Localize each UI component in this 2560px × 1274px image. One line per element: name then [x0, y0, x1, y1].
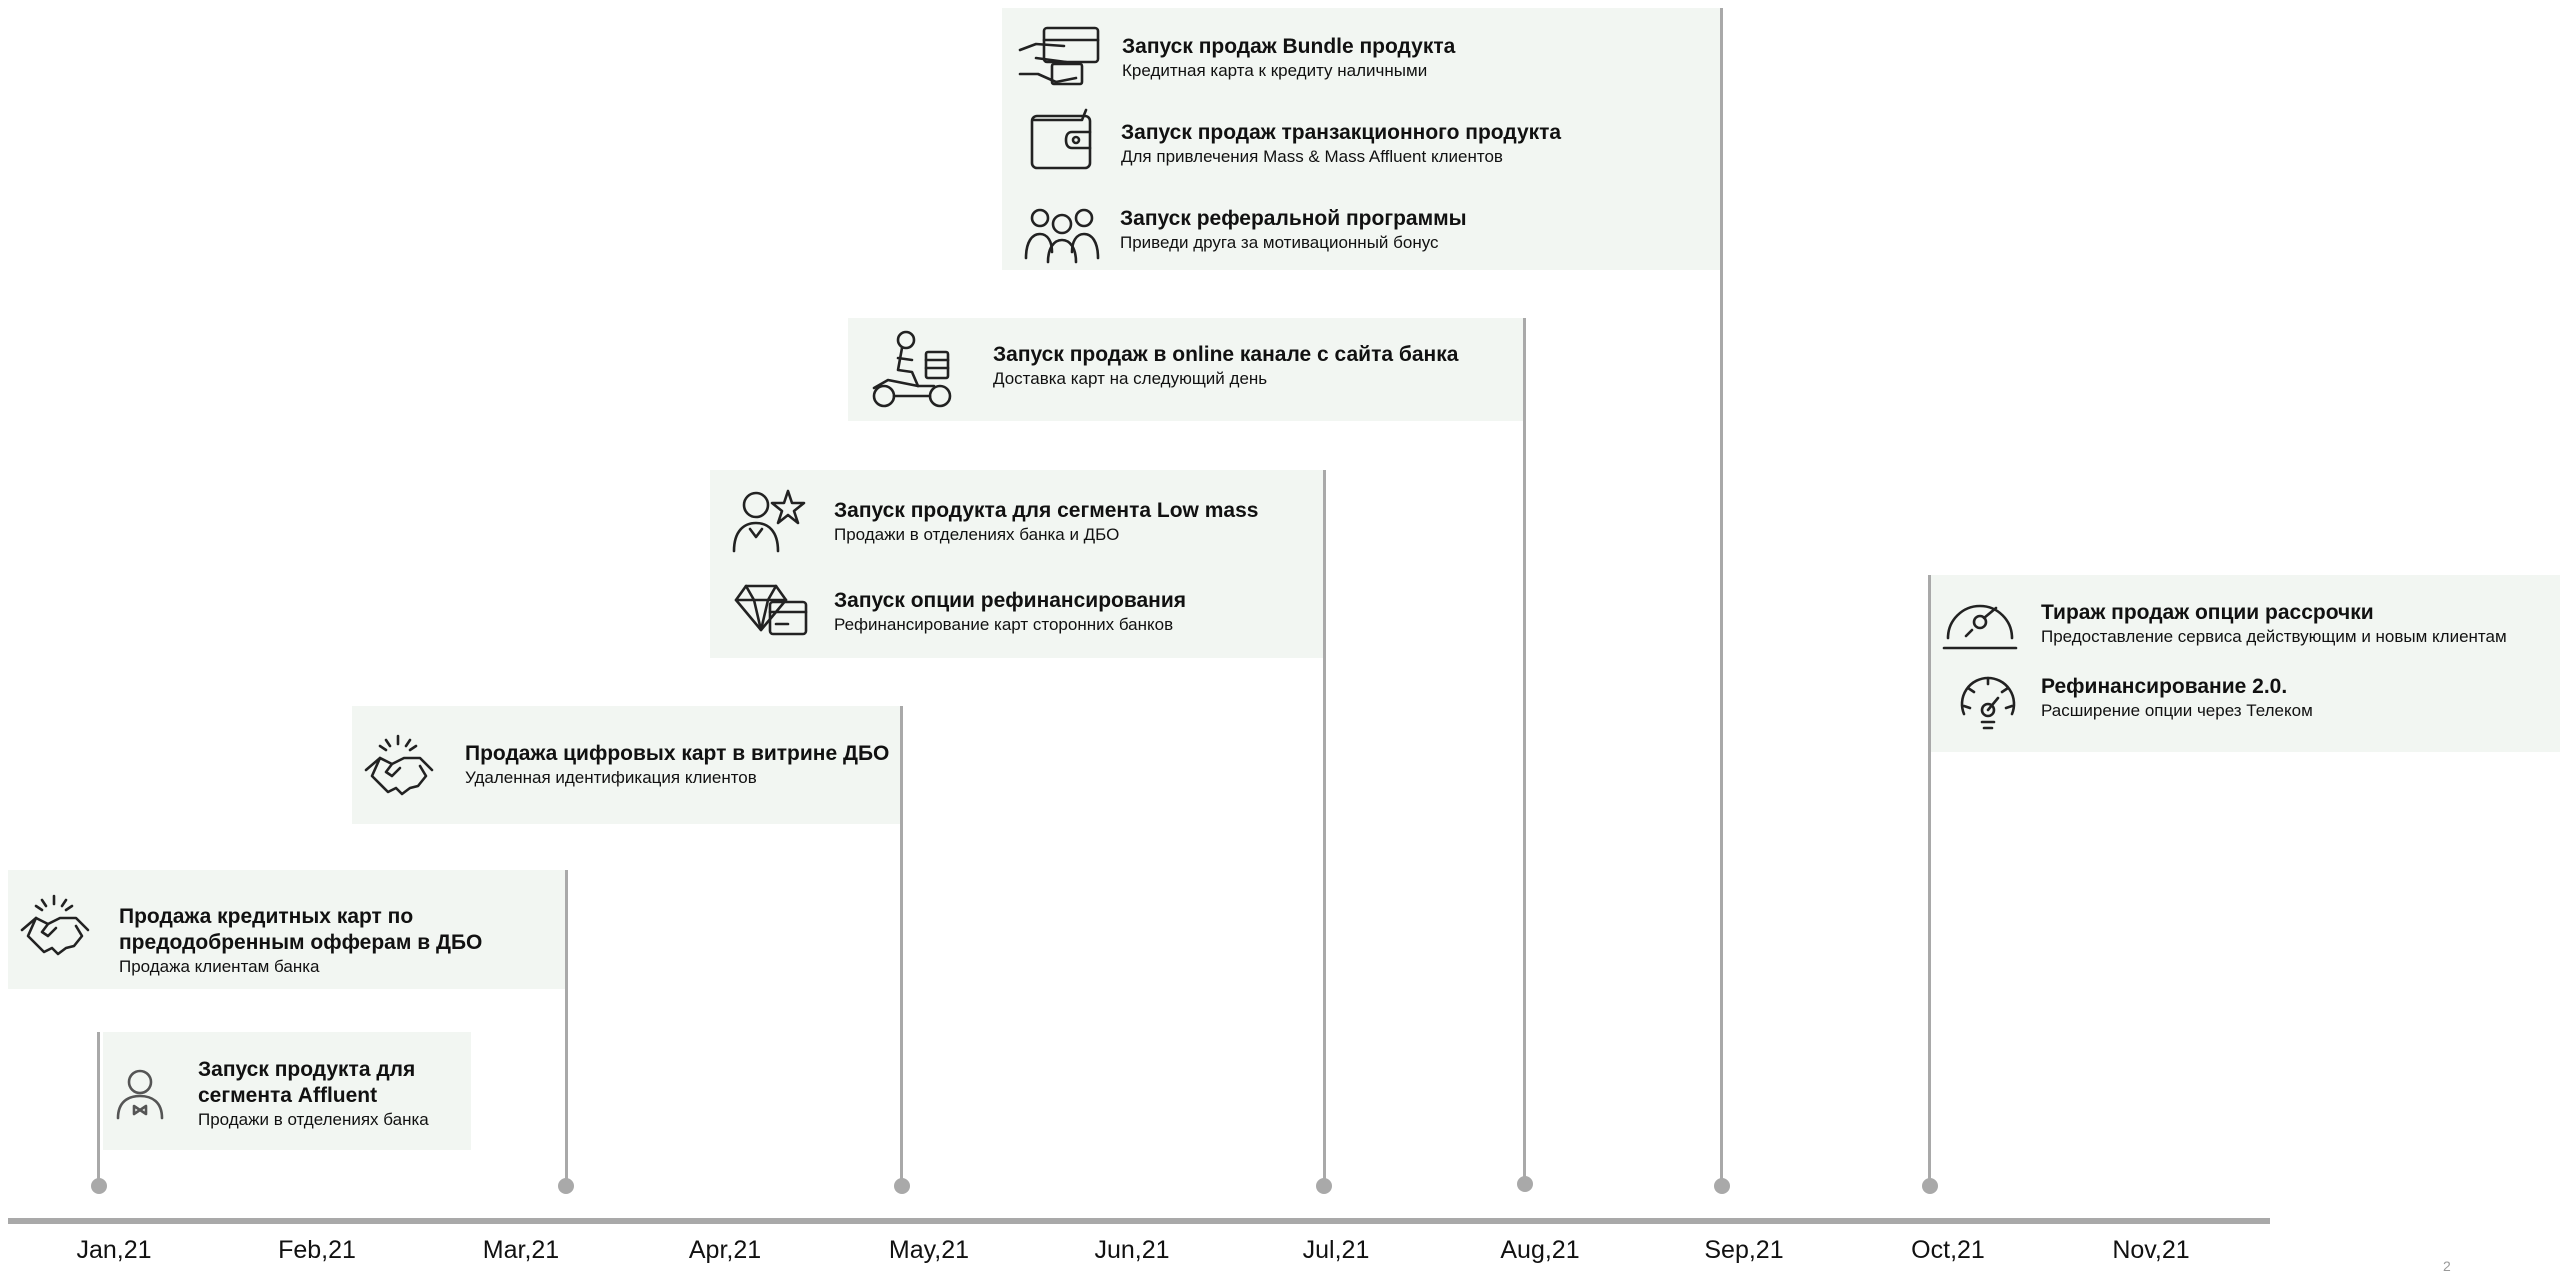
milestone-dot-oct [1922, 1178, 1938, 1194]
milestone-box-digital-cards [352, 706, 900, 824]
milestone-subtitle: Рефинансирование карт сторонних банков [834, 615, 1174, 634]
month-label: Mar,21 [482, 1236, 560, 1264]
milestone-refinancing-2: Рефинансирование 2.0. Расширение опции ч… [2041, 674, 2313, 722]
month-label: Jul,21 [1302, 1236, 1370, 1264]
milestone-preapproved: Продажа кредитных карт по предодобренным… [119, 904, 482, 978]
month-label: Apr,21 [688, 1236, 762, 1264]
milestone-referral: Запуск реферальной программы Приведи дру… [1120, 206, 1467, 254]
milestone-subtitle: Для привлечения Mass & Mass Affluent кли… [1121, 147, 1503, 166]
milestone-title: предодобренным офферам в ДБО [119, 931, 483, 954]
milestone-dot-may [894, 1178, 910, 1194]
milestone-box-preapproved [8, 870, 566, 989]
speedometer-icon [1942, 588, 2018, 652]
milestone-title: Запуск реферальной программы [1120, 207, 1467, 230]
month-label: Jun,21 [1094, 1236, 1170, 1264]
milestone-digital-cards: Продажа цифровых карт в витрине ДБО Удал… [465, 741, 889, 789]
milestone-subtitle: Кредитная карта к кредиту наличными [1122, 61, 1428, 80]
person-bowtie-icon [108, 1060, 172, 1124]
milestone-box-online [848, 318, 1524, 421]
milestone-subtitle: Продажа клиентам банка [119, 957, 320, 976]
milestone-subtitle: Приведи друга за мотивационный бонус [1120, 233, 1439, 252]
person-star-icon [730, 485, 808, 553]
milestone-refinancing: Запуск опции рефинансирования Рефинансир… [834, 588, 1186, 636]
milestone-dot-mar [558, 1178, 574, 1194]
milestone-line-mar [565, 870, 568, 1186]
people-group-icon [1022, 202, 1102, 264]
month-label: Jan,21 [76, 1236, 152, 1264]
milestone-line-may [900, 706, 903, 1186]
milestone-title: Запуск продаж Bundle продукта [1122, 35, 1456, 58]
diamond-card-icon [730, 580, 810, 640]
gauge-bulb-icon [1956, 670, 2020, 734]
milestone-title: Рефинансирование 2.0. [2041, 675, 2288, 698]
milestone-dot-sep [1714, 1178, 1730, 1194]
milestone-box-low-mass [710, 470, 1324, 658]
milestone-box-installments [1930, 575, 2560, 752]
milestone-line-jan [97, 1032, 100, 1186]
milestone-title: Запуск продаж в online канале с сайта ба… [993, 343, 1459, 366]
milestone-transactional: Запуск продаж транзакционного продукта Д… [1121, 120, 1561, 168]
milestone-title: Продажа кредитных карт по [119, 905, 414, 928]
milestone-title: Тираж продаж опции рассрочки [2041, 601, 2374, 624]
milestone-title: Запуск опции рефинансирования [834, 589, 1187, 612]
month-label: Sep,21 [1704, 1236, 1784, 1264]
wallet-icon [1026, 106, 1098, 172]
milestone-title: Запуск продукта для сегмента Low mass [834, 499, 1259, 522]
milestone-dot-jul [1316, 1178, 1332, 1194]
handshake-icon [358, 730, 438, 810]
month-label: May,21 [888, 1236, 970, 1264]
milestone-subtitle: Продажи в отделениях банка [198, 1110, 429, 1129]
milestone-bundle: Запуск продаж Bundle продукта Кредитная … [1122, 34, 1455, 82]
milestone-installments: Тираж продаж опции рассрочки Предоставле… [2041, 600, 2507, 648]
milestone-title: Запуск продукта для [198, 1058, 416, 1081]
milestone-title: Продажа цифровых карт в витрине ДБО [465, 742, 890, 765]
milestone-low-mass: Запуск продукта для сегмента Low mass Пр… [834, 498, 1258, 546]
milestone-line-jul [1323, 470, 1326, 1186]
milestone-subtitle: Продажи в отделениях банка и ДБО [834, 525, 1120, 544]
month-label: Feb,21 [278, 1236, 356, 1264]
month-label: Nov,21 [2112, 1236, 2190, 1264]
milestone-title: сегмента Affluent [198, 1084, 378, 1107]
milestone-online: Запуск продаж в online канале с сайта ба… [993, 342, 1458, 390]
milestone-subtitle: Удаленная идентификация клиентов [465, 768, 757, 787]
handshake-icon [14, 890, 94, 970]
milestone-line-oct [1928, 575, 1931, 1186]
page-number: 2 [2443, 1258, 2451, 1274]
timeline-axis [8, 1218, 2270, 1224]
milestone-subtitle: Доставка карт на следующий день [993, 369, 1268, 388]
milestone-dot-aug [1517, 1176, 1533, 1192]
milestone-box-bundle [1002, 8, 1720, 270]
milestone-dot-jan [91, 1178, 107, 1194]
milestone-line-aug [1523, 318, 1526, 1184]
hand-card-icon [1016, 22, 1104, 92]
month-label: Aug,21 [1500, 1236, 1580, 1264]
milestone-subtitle: Расширение опции через Телеком [2041, 701, 2313, 720]
delivery-scooter-icon [868, 328, 958, 410]
milestone-title: Запуск продаж транзакционного продукта [1121, 121, 1562, 144]
month-label: Oct,21 [1911, 1236, 1985, 1264]
milestone-subtitle: Предоставление сервиса действующим и нов… [2041, 627, 2507, 646]
milestone-affluent: Запуск продукта для сегмента Affluent Пр… [198, 1057, 429, 1131]
milestone-box-affluent [103, 1032, 471, 1150]
milestone-line-sep [1720, 8, 1723, 1186]
